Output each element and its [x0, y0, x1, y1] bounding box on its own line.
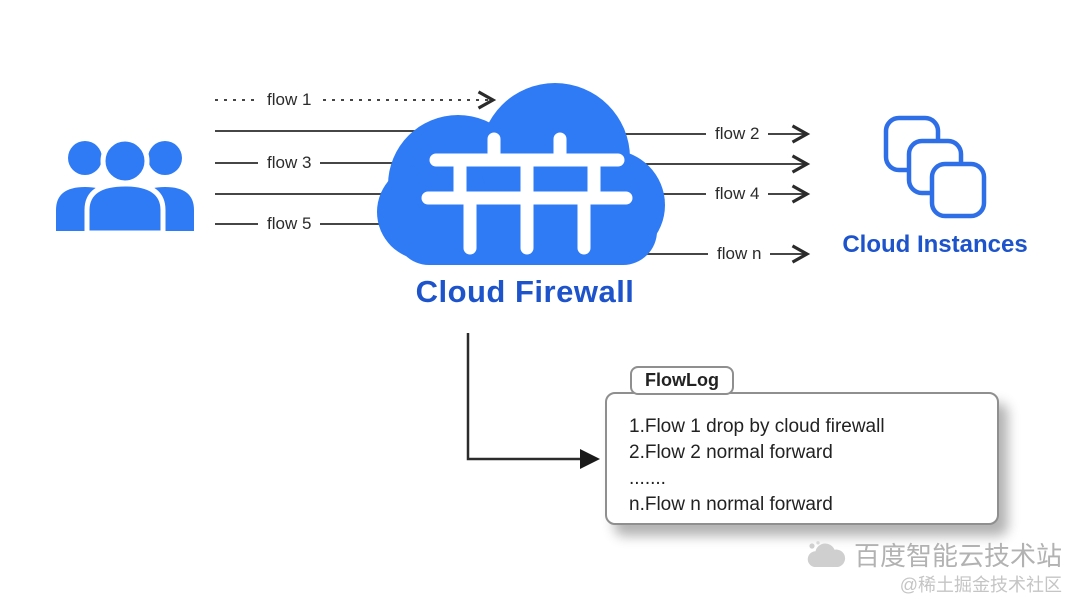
cloud-firewall-title: Cloud Firewall: [415, 274, 635, 309]
flowlog-line-n: n.Flow n normal forward: [629, 494, 833, 515]
watermark-cloud-icon: [807, 540, 846, 567]
firewall-icon: [421, 132, 633, 255]
flowlog-tab: FlowLog: [630, 366, 734, 395]
cloud-instances-icon: [883, 115, 987, 219]
flow2-label: flow 2: [706, 123, 769, 145]
flowlog-box: 1.Flow 1 drop by cloud firewall 2.Flow 2…: [605, 392, 999, 525]
flowlog-line-ellipsis: .......: [629, 468, 666, 489]
users-icon: [56, 136, 194, 236]
watermark-primary: 百度智能云技术站: [805, 536, 1062, 573]
cloud-instances-title: Cloud Instances: [842, 231, 1028, 258]
flowlog-line-2: 2.Flow 2 normal forward: [629, 442, 833, 463]
watermark-secondary: @稀土掘金技术社区: [899, 575, 1062, 595]
flow3-label: flow 3: [258, 152, 321, 174]
flowlog-line-1: 1.Flow 1 drop by cloud firewall: [629, 416, 885, 437]
flow4-label: flow 4: [706, 183, 769, 205]
flowlog-connector-arrow: [466, 333, 600, 469]
flown-label: flow n: [708, 243, 771, 265]
flow1-label: flow 1: [258, 89, 321, 111]
flow5-label: flow 5: [258, 213, 321, 235]
watermark-primary-text: 百度智能云技术站: [853, 541, 1062, 571]
